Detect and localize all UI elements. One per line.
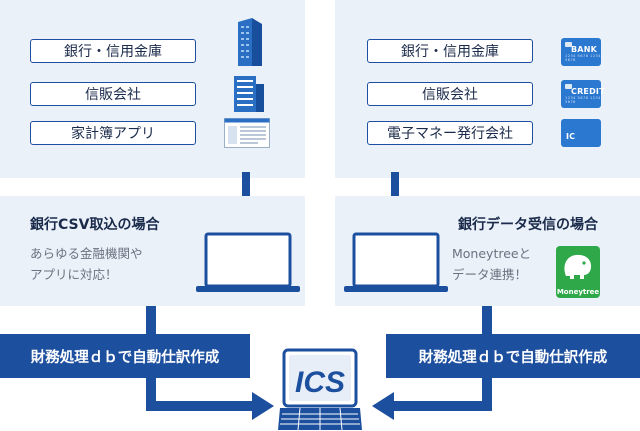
ics-logo: ICS — [278, 348, 362, 431]
laptop-icon-left — [196, 232, 300, 292]
app-window-icon — [224, 118, 270, 148]
moneytree-logo-text: Moneytree — [556, 288, 600, 296]
auto-journal-band-left: 財務処理ｄｂで自動仕訳作成 — [0, 334, 250, 378]
moneytree-elephant-icon — [564, 254, 592, 279]
ics-logo-text: ICS — [295, 366, 345, 399]
credit-card-icon: CREDIT 1234 5678 1234 5678 — [561, 80, 605, 108]
auto-journal-band-right: 財務処理ｄｂで自動仕訳作成 — [386, 334, 640, 378]
csv-import-title: 銀行CSV取込の場合 — [30, 217, 160, 233]
credit-company-label: 信販会社 — [30, 82, 196, 106]
laptop-icon-right — [344, 232, 448, 292]
data-receive-title: 銀行データ受信の場合 — [458, 217, 598, 233]
bank-credit-union-label: 銀行・信用金庫 — [30, 39, 196, 63]
ic-card-icon: IC — [561, 119, 601, 147]
e-money-issuer-label: 電子マネー発行会社 — [367, 121, 533, 145]
csv-import-desc-line1: あらゆる金融機関や — [30, 246, 143, 261]
moneytree-logo: Moneytree — [556, 246, 600, 298]
office-building-icon — [238, 18, 262, 66]
csv-import-desc-line2: アプリに対応！ — [30, 267, 118, 282]
bank-card-icon: BANK 1234 5678 1234 5678 — [561, 38, 601, 66]
household-app-label: 家計簿アプリ — [30, 121, 196, 145]
data-receive-desc-line2: データ連携！ — [452, 267, 528, 282]
data-receive-desc-line1: Moneytreeと — [452, 246, 532, 261]
company-building-icon — [234, 76, 264, 112]
credit-company-label-right: 信販会社 — [367, 82, 533, 106]
bank-credit-union-label-right: 銀行・信用金庫 — [367, 39, 533, 63]
